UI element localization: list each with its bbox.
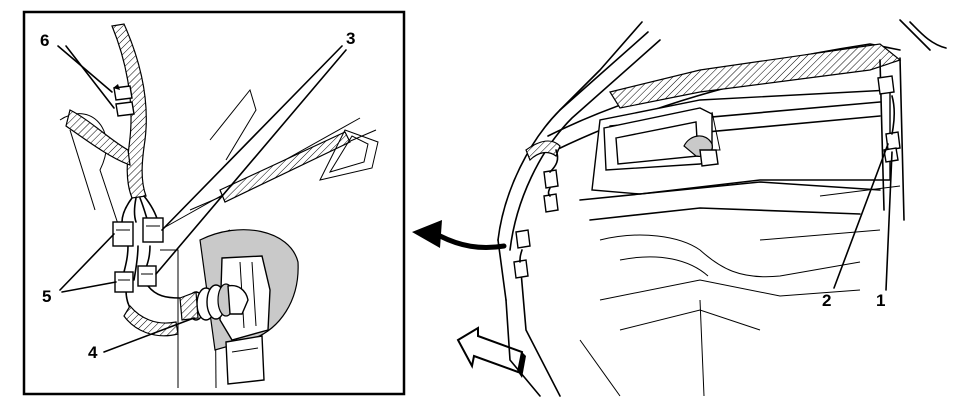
callout-5: 5 <box>42 287 51 306</box>
connector-5-upper <box>112 221 134 247</box>
callout-2: 2 <box>822 291 831 310</box>
inset-clips <box>113 84 135 117</box>
inset-body-panels <box>59 88 379 389</box>
callout-3: 3 <box>346 29 355 48</box>
connector-3-lower <box>137 265 157 287</box>
inset-leader-lines <box>57 45 347 353</box>
callout-4: 4 <box>88 343 98 362</box>
forward-direction-arrow <box>456 326 526 378</box>
inset-connectors <box>112 217 164 293</box>
detail-inset: 6 3 5 4 <box>22 10 406 396</box>
detail-pointer-arrow <box>412 220 507 251</box>
callout-6: 6 <box>40 31 49 50</box>
connector-5-lower <box>114 271 134 293</box>
callout-1: 1 <box>876 291 885 310</box>
vehicle-overview: 2 1 <box>497 19 947 397</box>
clip-6-lower <box>115 101 135 117</box>
connector-3-upper <box>142 217 164 243</box>
inset-grommet <box>179 283 249 321</box>
